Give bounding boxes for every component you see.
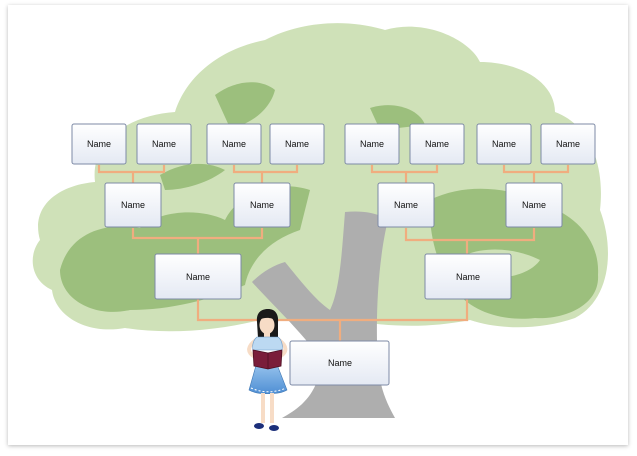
connector-ggp-5-6 xyxy=(370,165,439,183)
parent-name-1: Name xyxy=(186,272,210,282)
connector-ggp-7-8 xyxy=(502,165,570,183)
great-grandparent-box-1[interactable]: Name xyxy=(71,123,127,165)
great-grandparent-name-8: Name xyxy=(556,139,580,149)
canopy-dark-top-left xyxy=(215,82,275,128)
great-grandparent-box-3[interactable]: Name xyxy=(206,123,262,165)
root-name: Name xyxy=(328,358,352,368)
great-grandparent-name-2: Name xyxy=(152,139,176,149)
great-grandparent-name-4: Name xyxy=(285,139,309,149)
great-grandparent-box-5[interactable]: Name xyxy=(344,123,400,165)
grandparent-name-2: Name xyxy=(250,200,274,210)
connector-gp-right xyxy=(404,228,536,254)
great-grandparent-box-4[interactable]: Name xyxy=(269,123,325,165)
grandparent-name-4: Name xyxy=(522,200,546,210)
name-boxes: Name Name Name Name Name Name Name Name … xyxy=(71,123,596,386)
connector-parents xyxy=(196,299,469,341)
great-grandparent-box-2[interactable]: Name xyxy=(136,123,192,165)
great-grandparent-name-5: Name xyxy=(360,139,384,149)
parent-box-1[interactable]: Name xyxy=(154,253,242,300)
grandparent-box-1[interactable]: Name xyxy=(104,182,162,228)
grandparent-box-4[interactable]: Name xyxy=(505,182,563,228)
tree-canopy xyxy=(32,23,608,332)
canopy-dark-mid-left xyxy=(160,163,225,190)
tree-connectors xyxy=(97,165,570,341)
great-grandparent-box-6[interactable]: Name xyxy=(409,123,465,165)
great-grandparent-name-1: Name xyxy=(87,139,111,149)
grandparent-box-3[interactable]: Name xyxy=(377,182,435,228)
great-grandparent-box-7[interactable]: Name xyxy=(476,123,532,165)
grandparent-name-3: Name xyxy=(394,200,418,210)
parent-name-2: Name xyxy=(456,272,480,282)
great-grandparent-name-6: Name xyxy=(425,139,449,149)
grandparent-box-2[interactable]: Name xyxy=(233,182,291,228)
connector-ggp-3-4 xyxy=(232,165,299,183)
connector-ggp-1-2 xyxy=(97,165,166,183)
grandparent-name-1: Name xyxy=(121,200,145,210)
connector-gp-left xyxy=(131,228,264,254)
parent-box-2[interactable]: Name xyxy=(424,253,512,300)
great-grandparent-name-3: Name xyxy=(222,139,246,149)
root-box[interactable]: Name xyxy=(289,340,390,386)
great-grandparent-box-8[interactable]: Name xyxy=(540,123,596,165)
girl-reading-book-icon xyxy=(247,309,288,431)
great-grandparent-name-7: Name xyxy=(492,139,516,149)
